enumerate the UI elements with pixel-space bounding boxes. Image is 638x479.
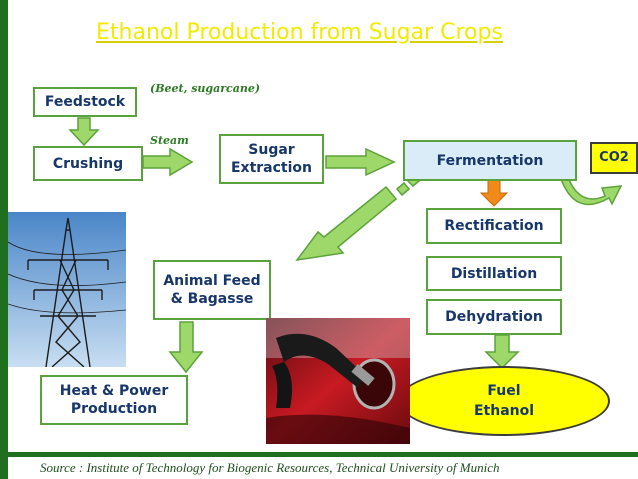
- source-citation: Source : Institute of Technology for Bio…: [40, 460, 500, 475]
- node-fermentation: Fermentation: [403, 140, 577, 181]
- node-heat-power: Heat & Power Production: [40, 375, 188, 425]
- fuel-nozzle-image: [266, 318, 410, 444]
- arrow-dehydration-to-fuel: [484, 334, 520, 370]
- node-animal-feed: Animal Feed & Bagasse: [153, 260, 271, 320]
- power-tower-image: [8, 212, 126, 367]
- note-steam: Steam: [150, 134, 189, 147]
- node-feedstock: Feedstock: [33, 87, 137, 117]
- arrow-diag-stripe-1: [395, 181, 411, 197]
- arrow-feedstock-to-crushing: [68, 117, 100, 147]
- arrow-crushing-to-extraction: [142, 147, 194, 177]
- node-rectification: Rectification: [426, 208, 562, 244]
- arrow-fermentation-to-animal-feed: [295, 185, 398, 262]
- arrow-fermentation-to-rectification: [479, 179, 509, 207]
- node-distillation: Distillation: [426, 256, 562, 291]
- diagram-title: Ethanol Production from Sugar Crops: [96, 20, 503, 45]
- node-crushing: Crushing: [33, 146, 143, 181]
- node-dehydration: Dehydration: [426, 299, 562, 335]
- node-co2: CO2: [590, 142, 638, 174]
- note-feedstock-examples: (Beet, sugarcane): [150, 82, 261, 95]
- arrow-to-co2: [559, 170, 623, 206]
- node-fuel-ethanol: Fuel Ethanol: [398, 366, 610, 436]
- arrow-extraction-to-fermentation: [325, 147, 396, 177]
- node-sugar-extraction: Sugar Extraction: [219, 134, 324, 184]
- arrow-animalfeed-to-heatpower: [168, 321, 204, 374]
